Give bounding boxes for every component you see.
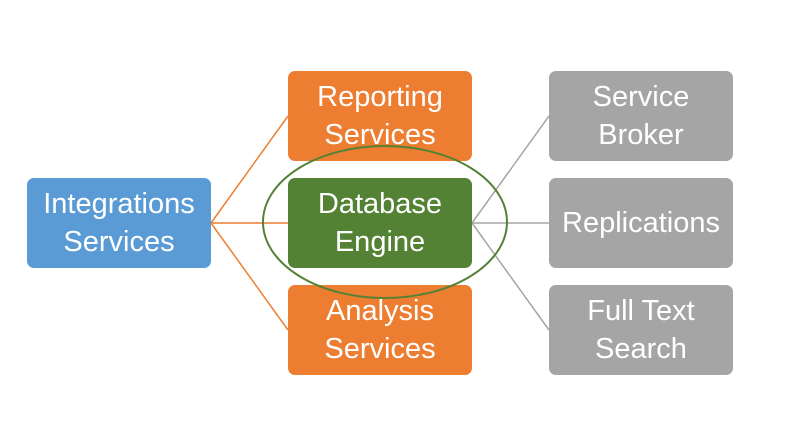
node-full-text-search: Full Text Search xyxy=(549,285,733,375)
connector-integrations-analysis xyxy=(210,222,289,331)
node-service-broker: Service Broker xyxy=(549,71,733,161)
connector-integrations-reporting xyxy=(210,115,289,224)
node-reporting-services: Reporting Services xyxy=(288,71,472,161)
node-database-engine: Database Engine xyxy=(288,178,472,268)
node-integrations-services: Integrations Services xyxy=(27,178,211,268)
node-analysis-services: Analysis Services xyxy=(288,285,472,375)
node-replications: Replications xyxy=(549,178,733,268)
connector-database-broker xyxy=(471,115,550,224)
connector-database-fulltext xyxy=(471,222,550,331)
